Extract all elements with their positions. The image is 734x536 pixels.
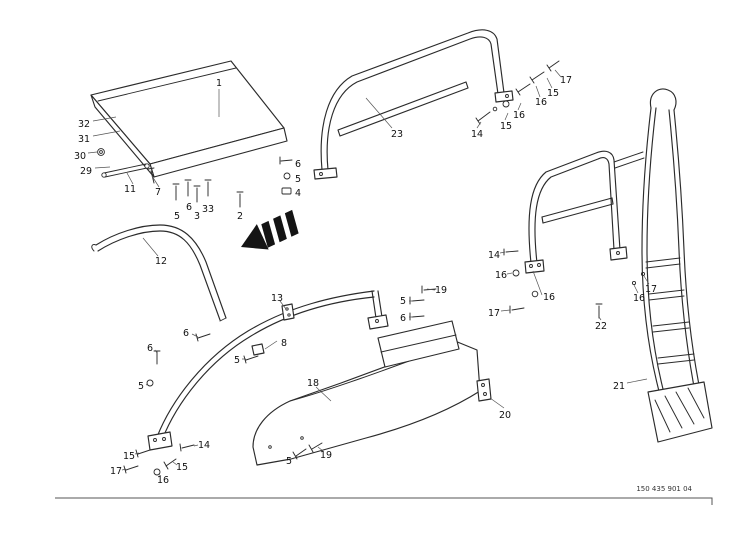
- callout-29: 29: [80, 166, 92, 177]
- callout-6: 6: [400, 313, 406, 324]
- top-rail-fasteners: [475, 60, 560, 125]
- callout-2: 2: [237, 211, 243, 222]
- callout-17: 17: [645, 284, 657, 295]
- side-panel-part: [252, 320, 481, 466]
- callout-23: 23: [391, 129, 403, 140]
- callout-5: 5: [295, 174, 301, 185]
- lower-fasteners: [123, 285, 437, 476]
- callout-16: 16: [535, 97, 547, 108]
- callout-11: 11: [124, 184, 136, 195]
- callout-21: 21: [613, 381, 625, 392]
- callout-18: 18: [307, 378, 319, 389]
- callout-16: 16: [633, 293, 645, 304]
- callout-14: 14: [198, 440, 210, 451]
- callout-6: 6: [147, 343, 153, 354]
- callout-4: 4: [295, 188, 301, 199]
- callout-17: 17: [488, 308, 500, 319]
- callout-31: 31: [78, 134, 90, 145]
- callout-16: 16: [543, 292, 555, 303]
- mount-bracket-part: [476, 378, 492, 402]
- callout-13: 13: [271, 293, 283, 304]
- callout-14: 14: [471, 129, 483, 140]
- callout-14: 14: [488, 250, 500, 261]
- callout-3: 3: [194, 211, 200, 222]
- callout-6: 6: [186, 202, 192, 213]
- top-rail-part: [313, 29, 514, 180]
- hood-hardware: [97, 148, 293, 208]
- callout-17: 17: [560, 75, 572, 86]
- callout-15: 15: [176, 462, 188, 473]
- callout-16: 16: [157, 475, 169, 486]
- nut-icon: [283, 172, 291, 180]
- side-rail-part: [147, 290, 389, 451]
- callout-7: 7: [155, 187, 161, 198]
- callout-12: 12: [155, 256, 167, 267]
- cap-icon: [281, 187, 292, 195]
- leader-lines: [87, 69, 650, 477]
- rear-frame-part: [524, 150, 645, 274]
- screw-icon: [172, 179, 244, 208]
- callout-33: 33: [202, 204, 214, 215]
- footer-rule: [55, 497, 713, 505]
- callouts: 1 32 31 30 29 11 7 5 6 3 33 2 6 5 4 23 1…: [74, 75, 657, 486]
- callout-30: 30: [74, 151, 86, 162]
- callout-15: 15: [500, 121, 512, 132]
- callout-6: 6: [183, 328, 189, 339]
- callout-5: 5: [138, 381, 144, 392]
- callout-19: 19: [320, 450, 332, 461]
- drawing-number: 150 435 901 04: [636, 485, 692, 493]
- callout-6: 6: [295, 159, 301, 170]
- callout-20: 20: [499, 410, 511, 421]
- callout-17: 17: [110, 466, 122, 477]
- front-tube-part: [91, 224, 227, 322]
- callout-5: 5: [400, 296, 406, 307]
- callout-32: 32: [78, 119, 90, 130]
- callout-19: 19: [435, 285, 447, 296]
- hood-part: [90, 60, 288, 178]
- callout-16: 16: [513, 110, 525, 121]
- callout-15: 15: [547, 88, 559, 99]
- callout-5: 5: [286, 456, 292, 467]
- callout-8: 8: [281, 338, 287, 349]
- callout-1: 1: [216, 78, 222, 89]
- bolt-icon: [279, 156, 293, 165]
- ladder-part: [641, 88, 713, 443]
- footer: 150 435 901 04: [55, 485, 713, 505]
- callout-5: 5: [174, 211, 180, 222]
- direction-arrow-icon: [241, 209, 299, 250]
- callout-15: 15: [123, 451, 135, 462]
- callout-22: 22: [595, 321, 607, 332]
- callout-5: 5: [234, 355, 240, 366]
- rear-frame-fasteners: [503, 248, 646, 319]
- callout-16: 16: [495, 270, 507, 281]
